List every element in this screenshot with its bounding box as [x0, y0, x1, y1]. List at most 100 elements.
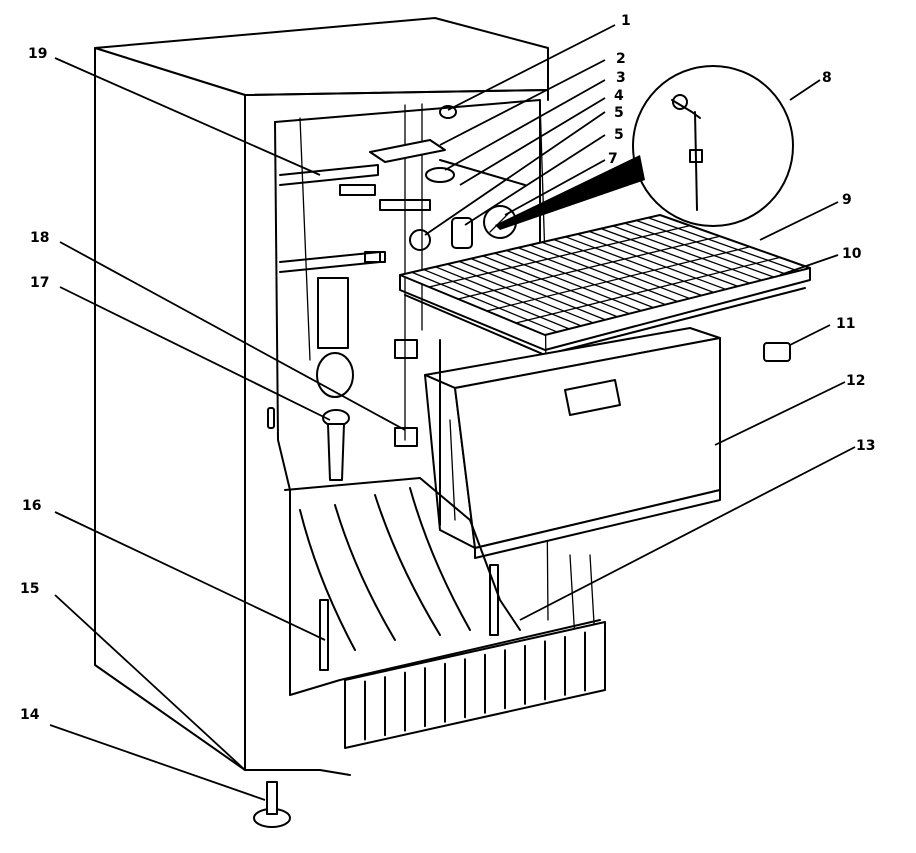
shelf-wire	[434, 266, 582, 327]
wire-shelf	[399, 214, 811, 356]
dial-marker	[489, 211, 511, 233]
drawer-side-rib	[449, 419, 456, 521]
drawer-bottom-lip	[474, 489, 721, 559]
callout-17: 17	[30, 275, 49, 291]
callout-10: 10	[842, 246, 862, 262]
shelf-wire	[612, 225, 763, 281]
callout-15: 15	[20, 581, 39, 597]
shelf-wire	[446, 263, 594, 324]
part-18-bracket-lower	[394, 427, 418, 447]
part-18-bracket-upper	[394, 339, 418, 359]
leader-12	[714, 381, 846, 446]
leader-11	[789, 324, 831, 346]
thermostat-bracket	[379, 199, 431, 211]
part-14-leveling-foot	[253, 781, 291, 828]
callout-12: 12	[846, 373, 865, 389]
shelf-wire	[647, 217, 799, 272]
shelf-crosswire	[428, 224, 691, 288]
leader-17	[59, 286, 331, 421]
leader-lines	[49, 24, 856, 801]
lower-bin-back	[284, 477, 521, 631]
part-8-detail	[495, 65, 794, 230]
shelf-wire	[588, 230, 739, 287]
bin-rib	[409, 487, 471, 631]
callout-8: 8	[822, 70, 832, 86]
leader-5a	[424, 111, 606, 236]
shelf-wire	[493, 252, 643, 312]
callout-13: 13	[856, 438, 875, 454]
upper-rail-clip	[339, 184, 376, 196]
shelf-crosswire	[486, 246, 751, 312]
lower-bin-floor	[289, 619, 601, 696]
part-16-left-support	[319, 599, 329, 671]
callout-19: 19	[28, 46, 47, 62]
part-4-clip	[425, 167, 455, 183]
back-wall-components	[369, 105, 526, 251]
callout-5a: 5	[614, 105, 624, 121]
leader-4	[459, 97, 606, 186]
middle-rail-clip	[364, 251, 386, 263]
shelf-wire	[422, 268, 570, 330]
shelf-wire	[635, 219, 787, 275]
liner-left	[274, 121, 291, 696]
shelf-wires	[411, 217, 799, 333]
detail-circle	[632, 65, 794, 227]
shelf-wire	[517, 247, 667, 306]
liner-inner-left	[299, 117, 311, 361]
shelf-wire	[600, 227, 751, 284]
leader-5b	[464, 134, 606, 226]
crisper-assembly	[424, 327, 721, 559]
part-11-block	[763, 342, 791, 362]
leader-13	[519, 446, 856, 621]
drawer-handle	[564, 379, 621, 416]
callout-2: 2	[616, 51, 626, 67]
callout-3: 3	[616, 70, 626, 86]
part-2-bracket	[369, 139, 446, 163]
freezer-shelf-supports	[279, 164, 431, 349]
shelf-wire	[505, 249, 655, 309]
lower-bin-ribs	[299, 487, 471, 651]
shelf-wire	[576, 233, 727, 290]
cabinet-front-bottom-edge	[244, 769, 351, 776]
shelf-wire	[458, 260, 606, 321]
shelf-wire	[482, 255, 630, 315]
grille-slats	[364, 631, 586, 741]
shelf-wire	[552, 238, 703, 297]
shelf-wire	[411, 271, 558, 333]
leader-3	[444, 79, 606, 171]
leader-9	[759, 201, 839, 241]
part-5a-knob	[409, 229, 431, 251]
bin-rib	[374, 494, 441, 636]
detail-clip	[689, 149, 703, 163]
detail-screw-head	[672, 94, 688, 110]
shelf-crosswire	[457, 235, 721, 300]
part-5b-housing	[451, 217, 473, 249]
bin-rib	[334, 504, 396, 641]
leader-8	[789, 79, 821, 101]
front-grille	[344, 621, 606, 749]
grille-panel	[344, 621, 606, 749]
callout-1: 1	[621, 13, 631, 29]
leader-10	[779, 254, 839, 276]
shelf-front-lip	[399, 267, 811, 351]
leader-2	[439, 59, 606, 146]
shelf-wire	[541, 241, 691, 300]
callout-18: 18	[30, 230, 49, 246]
callout-4: 4	[614, 88, 624, 104]
part-13-right-support	[489, 564, 499, 636]
callout-9: 9	[842, 192, 852, 208]
leader-7	[504, 159, 606, 216]
callout-5b: 5	[614, 127, 624, 143]
lamp-and-bracket	[316, 339, 418, 481]
leader-18	[59, 241, 406, 431]
part-1-screw	[439, 105, 457, 119]
inner-vent-panel	[317, 277, 349, 349]
shelf-wire	[529, 244, 679, 303]
shelf-crosswire	[515, 256, 781, 324]
leader-15	[54, 594, 246, 771]
leader-14	[49, 724, 266, 801]
callout-labels: 1 2 3 4 5 5 7 8 9 10 11 12 13 14 15 16 1…	[20, 13, 875, 723]
shelf-wire	[564, 236, 715, 294]
detail-pointer	[495, 155, 645, 230]
